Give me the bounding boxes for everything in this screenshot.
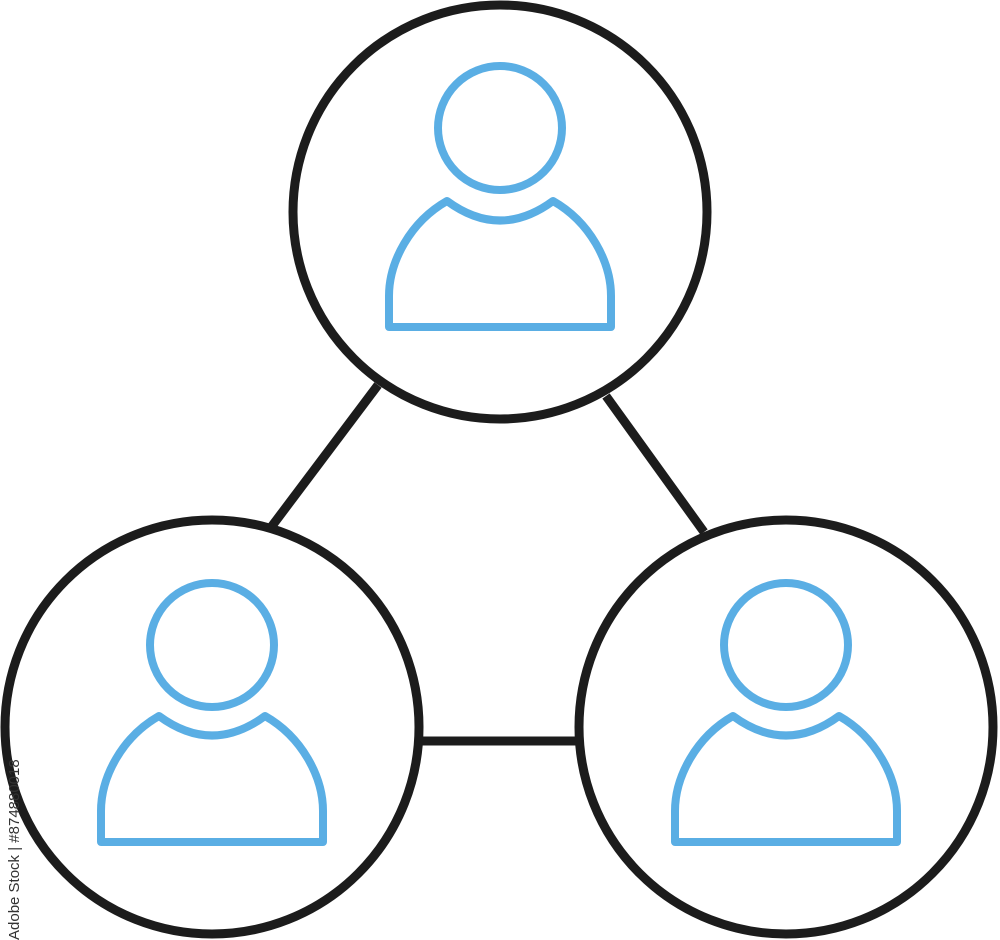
node-bottom-left [0, 515, 424, 939]
person-icon [97, 579, 327, 846]
connector-top-bottom-left [268, 382, 382, 529]
person-body [671, 712, 901, 846]
person-head [146, 579, 278, 711]
node-top [288, 0, 712, 424]
person-icon [385, 62, 615, 331]
person-head [720, 579, 852, 711]
connections [268, 382, 708, 746]
person-icon [671, 579, 901, 846]
person-body [385, 197, 615, 331]
node-circle [0, 515, 424, 939]
person-head [434, 62, 566, 194]
node-circle [288, 0, 712, 424]
connector-top-bottom-right [602, 393, 708, 535]
person-body [97, 712, 327, 846]
watermark-text: Adobe Stock | #874880018 [6, 759, 23, 940]
node-bottom-right [574, 515, 998, 939]
node-circle [574, 515, 998, 939]
